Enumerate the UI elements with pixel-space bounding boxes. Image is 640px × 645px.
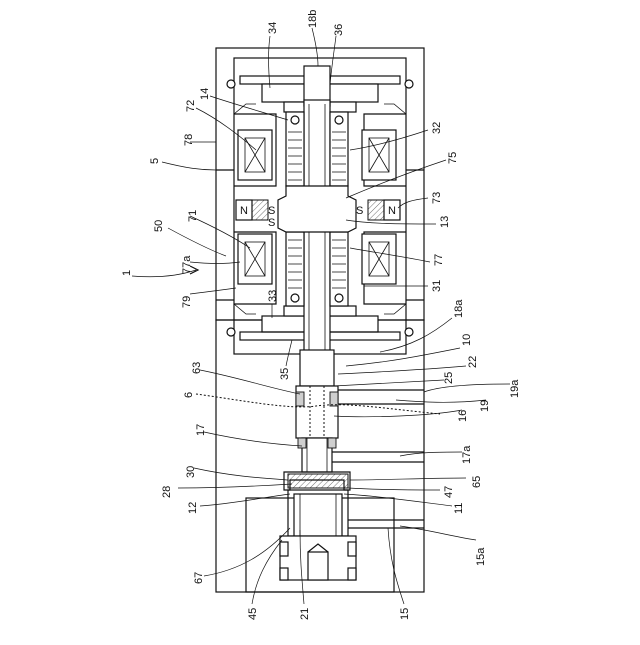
label-11: 11: [453, 503, 465, 514]
label-65: 65: [471, 476, 483, 488]
label-35: 35: [279, 368, 291, 380]
label-19a: 19a: [509, 379, 521, 398]
label-18b: 18b: [307, 10, 319, 28]
magnet-left-n: N: [240, 205, 248, 217]
label-73: 73: [431, 192, 443, 204]
valve-mechanism: [296, 386, 424, 472]
label-36: 36: [333, 24, 345, 36]
valve-seat: [284, 472, 350, 490]
label-34: 34: [267, 22, 279, 34]
label-63: 63: [191, 362, 203, 374]
label-79: 79: [181, 296, 193, 308]
lower-left-coil: [238, 234, 272, 284]
label-45: 45: [247, 608, 259, 620]
label-6: 6: [183, 392, 195, 398]
label-18a: 18a: [453, 299, 465, 318]
shaft: [300, 100, 334, 386]
label-47: 47: [443, 486, 455, 498]
label-50: 50: [153, 220, 165, 232]
label-77: 77: [433, 254, 445, 266]
label-17a: 17a: [461, 445, 473, 464]
label-12: 12: [187, 502, 199, 514]
label-77a: 77a: [181, 255, 193, 274]
label-78: 78: [183, 134, 195, 146]
magnet-left-s: S: [268, 205, 275, 217]
label-16: 16: [457, 410, 469, 422]
magnet-right-n: N: [388, 205, 396, 217]
label-33: 33: [267, 290, 279, 302]
label-31: 31: [431, 280, 443, 292]
label-67: 67: [193, 572, 205, 584]
core-left-s-label: S: [268, 217, 275, 229]
label-28: 28: [161, 486, 173, 498]
label-17: 17: [195, 424, 207, 436]
plunger-core: [278, 186, 356, 232]
label-75: 75: [447, 152, 459, 164]
label-13: 13: [439, 216, 451, 228]
label-5: 5: [149, 158, 161, 164]
label-21: 21: [299, 608, 311, 620]
upper-right-coil: [362, 130, 396, 180]
label-15: 15: [399, 608, 411, 620]
label-71: 71: [187, 210, 199, 222]
lower-cylinder: [280, 490, 424, 580]
right-permanent-magnet: S N: [356, 200, 400, 220]
label-10: 10: [461, 334, 473, 346]
label-19: 19: [479, 400, 491, 412]
lower-right-coil: [362, 234, 396, 284]
label-25: 25: [443, 372, 455, 384]
label-32: 32: [431, 122, 443, 134]
label-14: 14: [199, 88, 211, 100]
upper-left-coil: [238, 130, 272, 180]
label-22: 22: [467, 356, 479, 368]
label-15a: 15a: [475, 547, 487, 566]
label-30: 30: [185, 466, 197, 478]
label-72: 72: [185, 100, 197, 112]
magnet-right-s: S: [356, 205, 363, 217]
label-1: 1: [121, 270, 133, 276]
